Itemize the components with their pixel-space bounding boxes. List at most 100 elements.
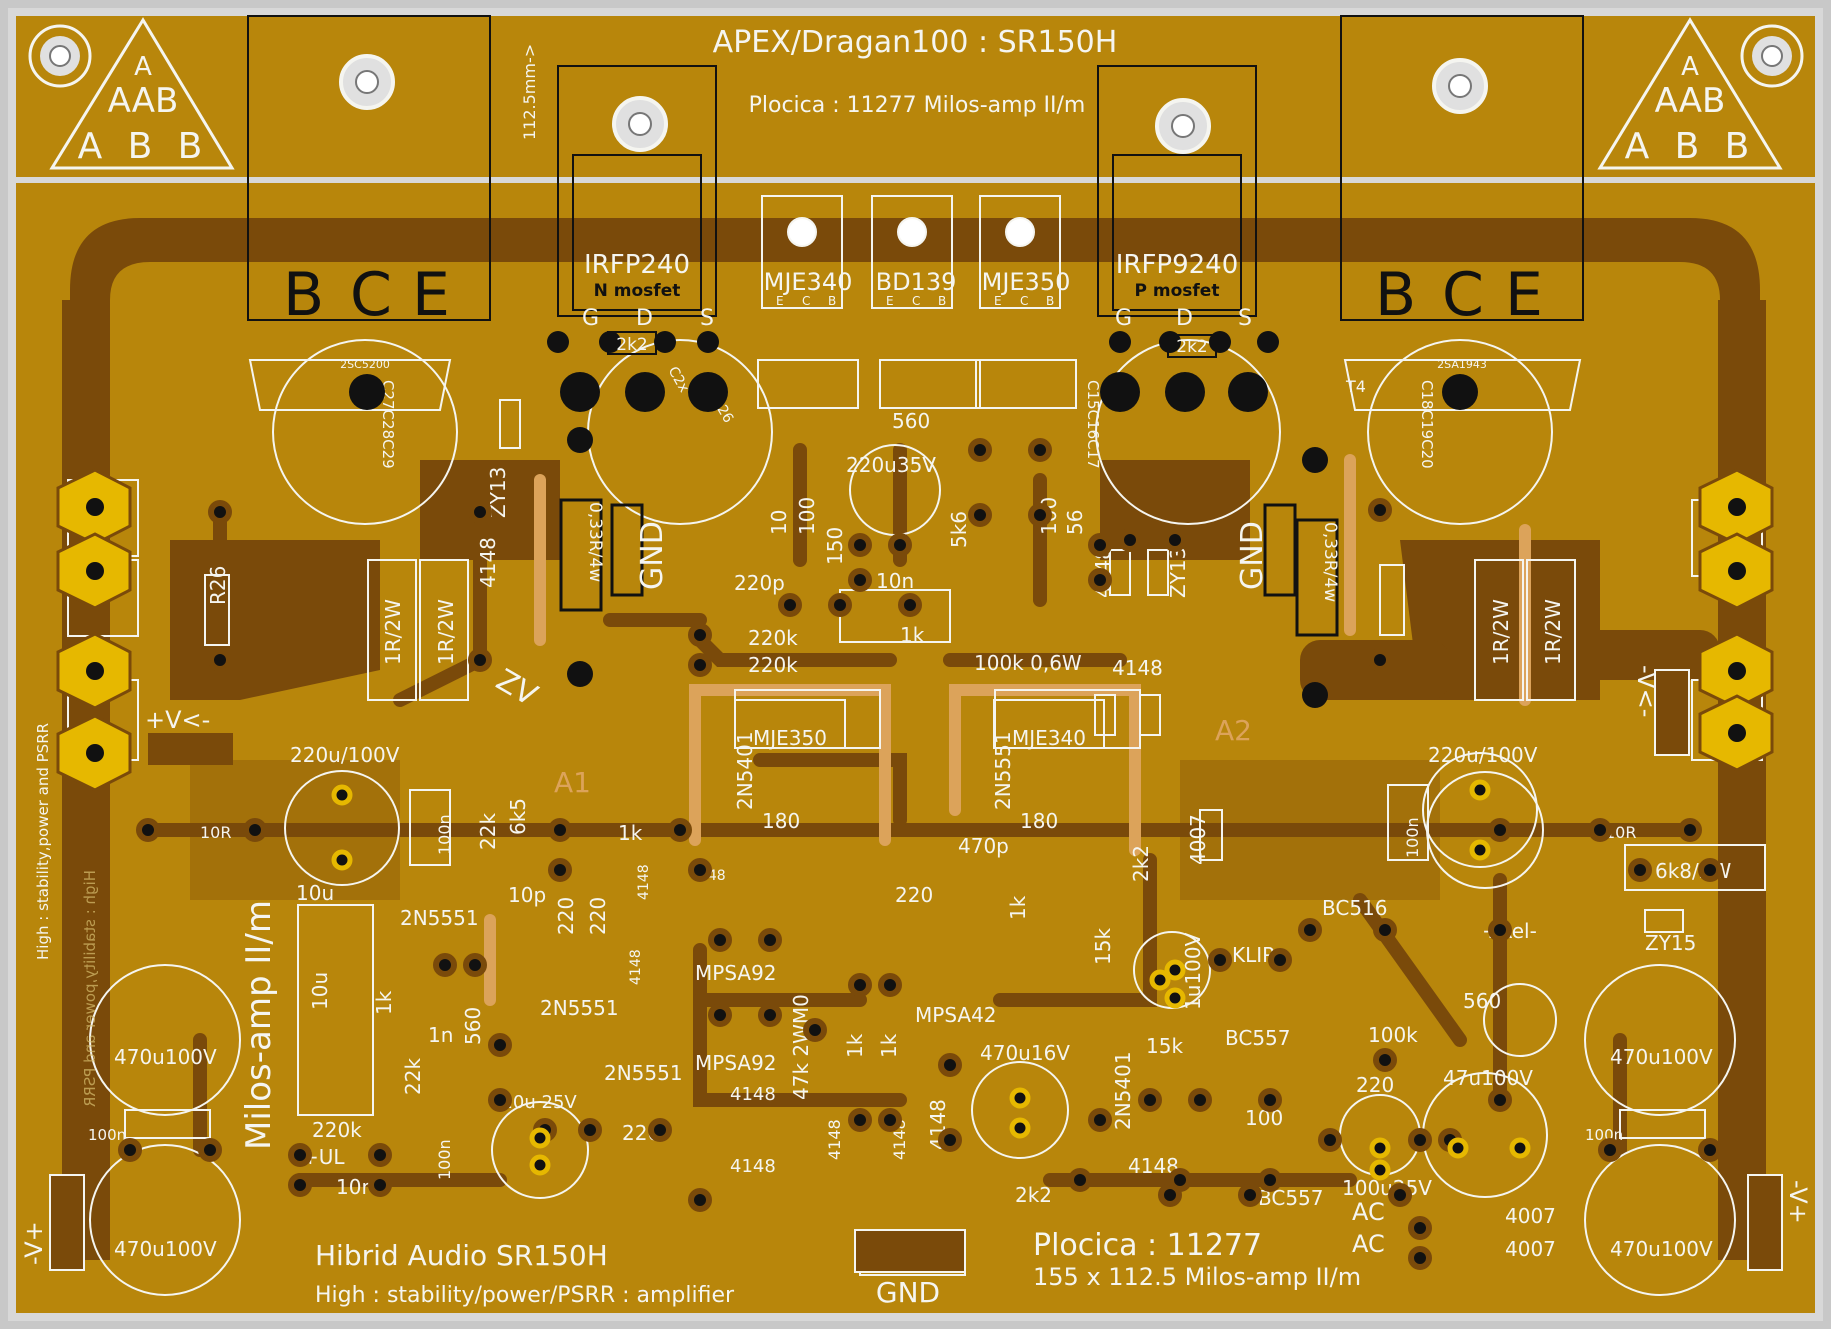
d4148-h: 4148 xyxy=(730,1156,776,1177)
c220u100v-left: 220u/100V xyxy=(290,743,400,767)
zy13-right: ZY13 xyxy=(1166,547,1190,598)
r1k-pot: 1k xyxy=(900,623,925,647)
board-subtitle: Plocica : 11277 Milos-amp II/m xyxy=(749,93,1086,118)
bc516: BC516 xyxy=(1322,896,1388,920)
svg-text:B: B xyxy=(283,260,324,330)
heatsink-right xyxy=(1340,15,1584,321)
cap-pad xyxy=(1369,1159,1391,1181)
pad xyxy=(1208,948,1232,972)
r470p: 470p xyxy=(958,834,1009,858)
c100n-a: 100n xyxy=(435,814,454,855)
pad xyxy=(368,1173,392,1197)
r10r: 10r xyxy=(336,1175,370,1199)
pad xyxy=(1168,1168,1192,1192)
c220u35v: 220u35V xyxy=(846,453,936,477)
svg-text:B: B xyxy=(1675,126,1700,167)
irfp9240-outline xyxy=(1097,65,1257,317)
pad xyxy=(1588,818,1612,842)
pad xyxy=(136,818,160,842)
svg-text:A: A xyxy=(1625,126,1650,167)
sc5200-label: 2SC5200 xyxy=(340,358,390,371)
logo-left: A AAB A B B xyxy=(49,17,235,170)
vplus-left: +V<- xyxy=(145,706,210,734)
c220u100v-right: 220u/100V xyxy=(1428,743,1538,767)
heatsink-left xyxy=(247,15,491,321)
r1r2w-a: 1R/2W xyxy=(381,599,405,665)
r220k-b: 220k xyxy=(748,653,798,677)
r15k-b: 15k xyxy=(1091,928,1115,965)
pad xyxy=(1188,1088,1212,1112)
pad xyxy=(848,1108,872,1132)
zy15: ZY15 xyxy=(1645,931,1696,955)
svg-text:G: G xyxy=(1115,306,1132,331)
r100: 100 xyxy=(795,497,819,535)
svg-text:B: B xyxy=(828,294,836,308)
pad xyxy=(1118,528,1142,552)
r6k5: 6k5 xyxy=(506,798,530,835)
r220-a: 220 xyxy=(554,897,578,935)
mje350-mid-label: MJE350 xyxy=(753,726,827,750)
pad xyxy=(1163,528,1187,552)
pad xyxy=(1598,1138,1622,1162)
svg-text:G: G xyxy=(582,306,599,331)
bce-left: B C E xyxy=(283,260,450,330)
pad xyxy=(1268,948,1292,972)
cap-pad xyxy=(1469,779,1491,801)
svg-text:D: D xyxy=(636,306,653,331)
pad xyxy=(1028,438,1052,462)
c470u100v-b: 470u100V xyxy=(114,1237,217,1261)
vminus-left: -V+ xyxy=(20,1221,48,1265)
milos-vertical: Milos-amp II/m xyxy=(239,900,279,1150)
cap-pad xyxy=(529,1127,551,1149)
pad xyxy=(803,1018,827,1042)
ac-b: AC xyxy=(1352,1230,1385,1258)
svg-text:D: D xyxy=(1176,306,1193,331)
r1k-a: 1k xyxy=(618,821,643,845)
irfp240-label: IRFP240 xyxy=(584,250,690,280)
n5401-l: 2N5401 xyxy=(733,731,757,810)
r15k-a: 15k xyxy=(1146,1034,1183,1058)
c1n: 1n xyxy=(428,1023,453,1047)
irfp240-type: N mosfet xyxy=(594,281,681,301)
mje350-top-label: MJE350 xyxy=(982,268,1071,296)
r220-c: 220 xyxy=(895,883,933,907)
r1r2w-d: 1R/2W xyxy=(1541,599,1565,665)
r1r2w-b: 1R/2W xyxy=(434,599,458,665)
pad xyxy=(208,648,232,672)
r180-b: 180 xyxy=(1020,809,1058,833)
cap-pad xyxy=(1447,1137,1469,1159)
pad xyxy=(208,500,232,524)
pad xyxy=(288,1173,312,1197)
svg-text:E: E xyxy=(1505,260,1543,330)
footer-tagline: High : stability/power/PSRR : amplifier xyxy=(315,1283,735,1308)
n5551-b: 2N5551 xyxy=(540,996,619,1020)
pad xyxy=(828,593,852,617)
r5k6: 5k6 xyxy=(947,511,971,548)
mpsa92-a: MPSA92 xyxy=(695,961,777,985)
pad xyxy=(848,973,872,997)
svg-text:B: B xyxy=(938,294,946,308)
pad xyxy=(1678,818,1702,842)
left-connectors xyxy=(56,468,139,792)
svg-text:A: A xyxy=(1681,52,1699,82)
pad xyxy=(1488,1088,1512,1112)
r1k-e: 1k xyxy=(877,1033,901,1058)
c100u25v: 100u25V xyxy=(1342,1176,1432,1200)
r2k2: 2k2 xyxy=(1129,845,1153,882)
r10: 10 xyxy=(767,510,791,535)
r150: 150 xyxy=(823,527,847,565)
mid-drivers xyxy=(734,699,1105,749)
svg-text:C: C xyxy=(1442,260,1484,330)
c27-label: C27C28C29 xyxy=(379,380,397,469)
source-resistors xyxy=(559,498,1339,637)
svg-text:C: C xyxy=(1020,294,1028,308)
c220u25v: 220u 25V xyxy=(490,1092,577,1113)
gnd-bottom: GND xyxy=(876,1276,940,1309)
pad xyxy=(758,1003,782,1027)
logo-b1: B xyxy=(128,126,153,167)
gnd-right: GND xyxy=(1235,521,1270,590)
svg-text:S: S xyxy=(1238,306,1252,331)
dimension-vertical: 112.5mm-> xyxy=(520,44,539,140)
pad xyxy=(688,623,712,647)
r220-e: 220 xyxy=(1356,1073,1394,1097)
